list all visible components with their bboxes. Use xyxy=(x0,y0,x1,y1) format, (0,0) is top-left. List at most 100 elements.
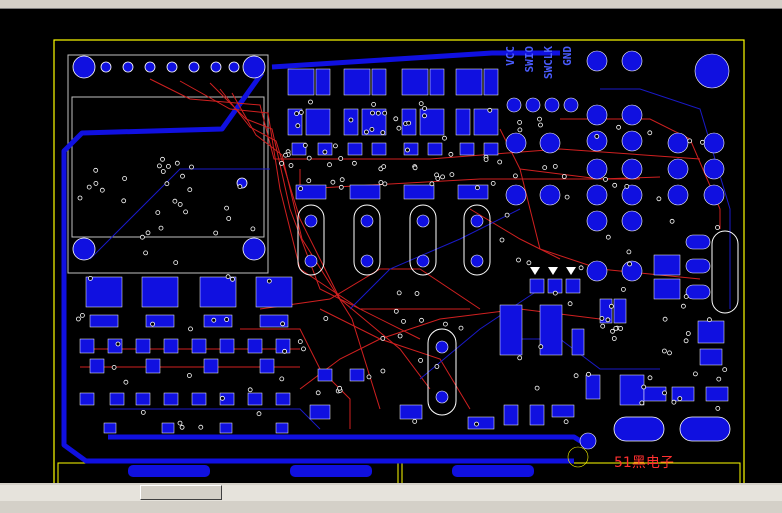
via xyxy=(715,225,720,230)
via xyxy=(618,326,623,331)
via xyxy=(586,371,591,377)
via xyxy=(683,294,689,300)
via xyxy=(123,379,129,385)
horizontal-scrollbar[interactable] xyxy=(0,483,782,513)
via xyxy=(627,261,632,267)
via xyxy=(369,127,375,132)
via xyxy=(499,237,505,243)
via xyxy=(382,110,388,116)
via xyxy=(160,156,165,162)
via xyxy=(330,179,336,185)
via xyxy=(140,409,146,415)
via xyxy=(681,303,686,309)
via xyxy=(339,177,345,183)
via xyxy=(327,162,332,168)
via xyxy=(323,316,329,321)
pin-label-swclk: SWCLK xyxy=(542,46,555,80)
via xyxy=(225,274,231,280)
bottom-oval-pads xyxy=(613,416,731,442)
via xyxy=(177,420,183,426)
via xyxy=(396,290,402,296)
pcb-layout-view[interactable] xyxy=(0,9,782,494)
smd-pads-bottom-left xyxy=(79,276,293,434)
via xyxy=(693,371,698,377)
via xyxy=(183,209,189,215)
via xyxy=(250,226,256,232)
via xyxy=(279,160,285,166)
via xyxy=(279,376,285,382)
swd-header-pads xyxy=(506,97,579,113)
via xyxy=(448,151,454,157)
via xyxy=(186,373,192,378)
via xyxy=(656,196,662,202)
via xyxy=(371,102,377,107)
via xyxy=(611,336,617,341)
via xyxy=(429,181,435,187)
vias xyxy=(76,99,728,430)
via xyxy=(406,120,412,126)
via xyxy=(226,216,232,221)
via xyxy=(158,225,164,231)
via xyxy=(513,173,518,179)
via xyxy=(297,339,303,345)
via xyxy=(173,260,179,266)
via xyxy=(224,205,230,211)
via xyxy=(121,198,127,204)
via xyxy=(213,230,219,236)
via xyxy=(401,318,406,324)
via xyxy=(594,134,600,139)
via xyxy=(564,194,570,200)
via xyxy=(177,201,183,207)
via xyxy=(156,163,162,169)
via xyxy=(366,374,372,380)
via xyxy=(616,124,621,130)
edge-connector-pads xyxy=(128,465,534,477)
via xyxy=(378,180,384,185)
via xyxy=(605,317,611,323)
scrollbar-thumb[interactable] xyxy=(140,485,222,500)
via xyxy=(224,317,230,322)
via xyxy=(700,139,705,145)
via xyxy=(337,385,343,391)
via xyxy=(160,169,166,174)
via xyxy=(393,308,399,314)
via xyxy=(483,157,489,163)
via xyxy=(139,234,145,240)
scrollbar-track[interactable] xyxy=(0,485,782,501)
via xyxy=(677,396,683,402)
via xyxy=(578,265,584,271)
via xyxy=(612,182,618,188)
via xyxy=(418,101,424,106)
via xyxy=(145,230,151,236)
via xyxy=(449,172,455,178)
via xyxy=(122,176,127,181)
via xyxy=(375,110,381,116)
via xyxy=(295,123,301,129)
via xyxy=(414,291,420,296)
via xyxy=(230,276,235,282)
via xyxy=(322,149,328,155)
via xyxy=(165,163,171,169)
via xyxy=(198,424,204,430)
via xyxy=(179,424,185,430)
via xyxy=(405,147,410,153)
via xyxy=(294,111,300,116)
via xyxy=(626,249,632,255)
pcb-canvas[interactable]: VCC SWIO SWCLK GND 51黑电子 xyxy=(0,9,782,494)
via xyxy=(487,107,493,113)
via xyxy=(610,328,615,334)
watermark-text: 51黑电子 xyxy=(614,455,674,471)
via xyxy=(256,411,262,417)
via xyxy=(639,400,645,406)
via xyxy=(537,116,542,122)
via xyxy=(298,110,304,115)
via xyxy=(380,368,386,374)
via xyxy=(624,183,630,189)
via xyxy=(381,164,387,170)
via xyxy=(504,212,510,218)
lcd-module xyxy=(67,54,269,274)
via xyxy=(288,163,294,168)
via xyxy=(418,357,424,363)
via xyxy=(174,160,180,166)
via xyxy=(219,395,225,401)
